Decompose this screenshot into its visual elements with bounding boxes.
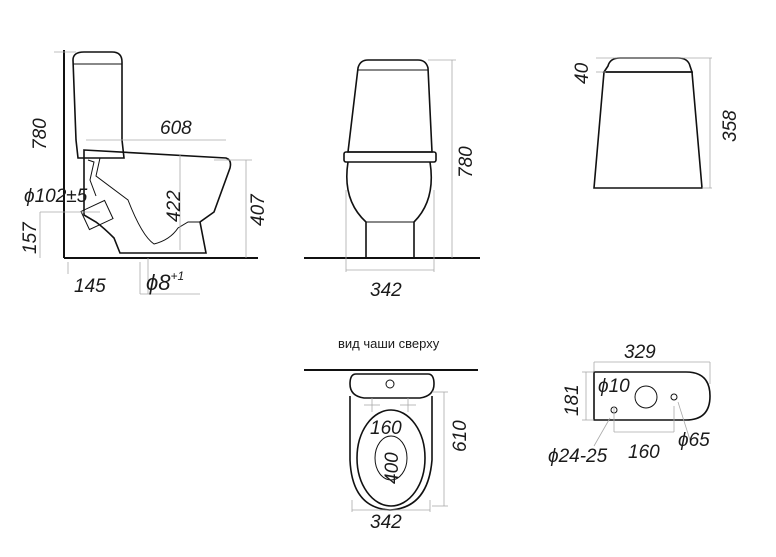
tank-top-width-label: 329 <box>624 342 656 363</box>
rim-height-label: 407 <box>248 193 269 226</box>
outlet-diameter-label: ϕ102±5 <box>24 186 88 207</box>
top-width-label: 342 <box>370 512 402 533</box>
bowl-inner-outline <box>356 409 426 507</box>
svg-text:ϕ8+1: ϕ8+1 <box>146 269 184 295</box>
center-hole <box>634 385 658 409</box>
bowl-opening-label: 400 <box>382 452 403 484</box>
front-tank-outline <box>347 59 433 153</box>
outlet-offset-label: 145 <box>74 276 106 297</box>
front-bowl-outline <box>346 161 433 259</box>
top-length-label: 610 <box>450 420 471 452</box>
side-holes-label: ϕ24-25 <box>548 446 608 467</box>
tank-top-outline <box>593 371 711 421</box>
tank-top-depth-label: 181 <box>562 384 583 416</box>
front-seat-outline <box>343 151 437 163</box>
hole-spacing-label: 160 <box>628 442 660 463</box>
tank-body-outline <box>593 71 703 189</box>
side-height-label: 780 <box>30 118 51 150</box>
tank-top-view: 329 181 ϕ10 ϕ24-25 160 ϕ65 <box>548 342 711 467</box>
side-view: 780 608 ϕ102±5 422 407 157 145 ϕ8+1 <box>20 50 269 297</box>
bowl-top-view: вид чаши сверху 160 400 610 342 <box>304 336 478 533</box>
inlet-channel <box>87 159 97 197</box>
side-length-label: 608 <box>160 118 192 139</box>
bolt-spacing-label: 160 <box>370 418 402 439</box>
outlet-height-label: 157 <box>20 221 41 254</box>
lid-thickness-label: 40 <box>572 62 593 84</box>
front-width-label: 342 <box>370 280 402 301</box>
bolt-diameter-tolerance: +1 <box>170 269 184 283</box>
tank-lid-view: 40 358 <box>572 57 741 189</box>
bowl-outline <box>83 149 232 254</box>
drain-opening <box>374 435 408 481</box>
side-hole-right <box>670 393 678 401</box>
front-height-label: 780 <box>456 146 477 178</box>
bowl-height-label: 422 <box>164 190 185 222</box>
center-hole-label: ϕ65 <box>678 430 710 451</box>
outlet-pipe <box>80 199 114 231</box>
tank-outline <box>72 51 125 159</box>
bolt-diameter-label: ϕ8 <box>146 270 171 295</box>
button-hole-label: ϕ10 <box>598 376 630 397</box>
flush-button-hole <box>385 379 395 389</box>
tank-height-label: 358 <box>720 110 741 142</box>
top-view-caption: вид чаши сверху <box>338 336 440 351</box>
lid-outline <box>602 57 694 73</box>
front-view: 780 342 <box>304 59 480 301</box>
tank-footprint <box>349 373 435 399</box>
trapway-outline <box>92 157 200 245</box>
